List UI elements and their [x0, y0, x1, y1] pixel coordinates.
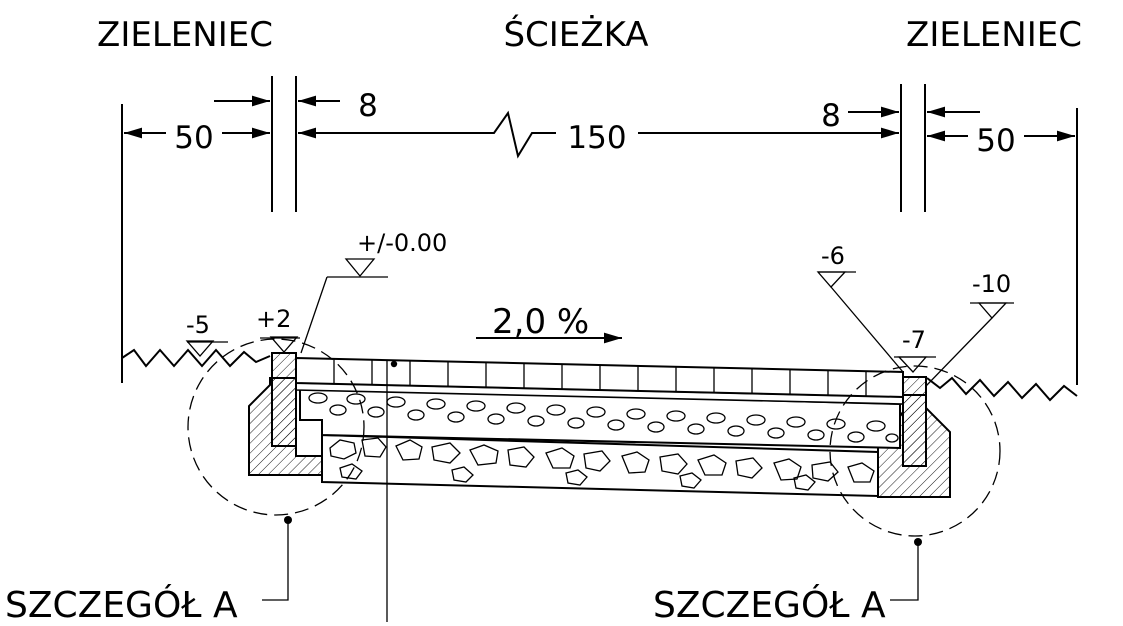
right-curb — [902, 376, 927, 467]
lower-aggregate-stones — [329, 437, 875, 491]
level-marker-reference — [300, 258, 388, 354]
level-marker-right-ground — [925, 302, 1014, 387]
detail-label-left: SZCZEGÓŁ A — [5, 584, 238, 626]
paving-block-joints — [333, 359, 867, 396]
level-label-left-curb: +2 — [256, 305, 291, 333]
level-label-left-ground: -5 — [186, 311, 210, 339]
dimension-lines — [124, 95, 1075, 159]
level-marker-left-ground — [185, 340, 228, 357]
level-marker-right-curb — [894, 356, 936, 373]
slope-label: 2,0 % — [492, 302, 589, 342]
level-label-right-top: -6 — [821, 242, 845, 270]
level-label-right-curb: -7 — [902, 326, 926, 354]
upper-aggregate-pebbles — [308, 392, 899, 443]
ground-line-left — [121, 348, 271, 368]
zone-label-path: ŚCIEŻKA — [503, 14, 648, 55]
dim-left-green: 50 — [174, 120, 213, 156]
zone-label-right-green: ZIELENIEC — [906, 15, 1082, 55]
zone-label-left-green: ZIELENIEC — [97, 15, 273, 55]
dim-right-green: 50 — [976, 123, 1015, 159]
level-marker-right-top — [816, 271, 904, 373]
detail-circle-right — [829, 365, 1001, 601]
level-label-right-ground: -10 — [972, 270, 1011, 298]
section-axis-dot — [390, 360, 398, 368]
left-curb — [271, 352, 297, 447]
level-label-reference: +/-0.00 — [357, 229, 447, 257]
detail-circle-left — [187, 338, 365, 601]
ground-line-right — [926, 376, 1078, 402]
dim-left-curb: 8 — [358, 88, 378, 124]
extension-lines — [121, 76, 1078, 385]
detail-label-right: SZCZEGÓŁ A — [653, 584, 886, 626]
level-marker-left-curb — [260, 336, 300, 353]
dim-path-width: 150 — [567, 120, 626, 156]
dim-right-curb: 8 — [821, 98, 841, 134]
